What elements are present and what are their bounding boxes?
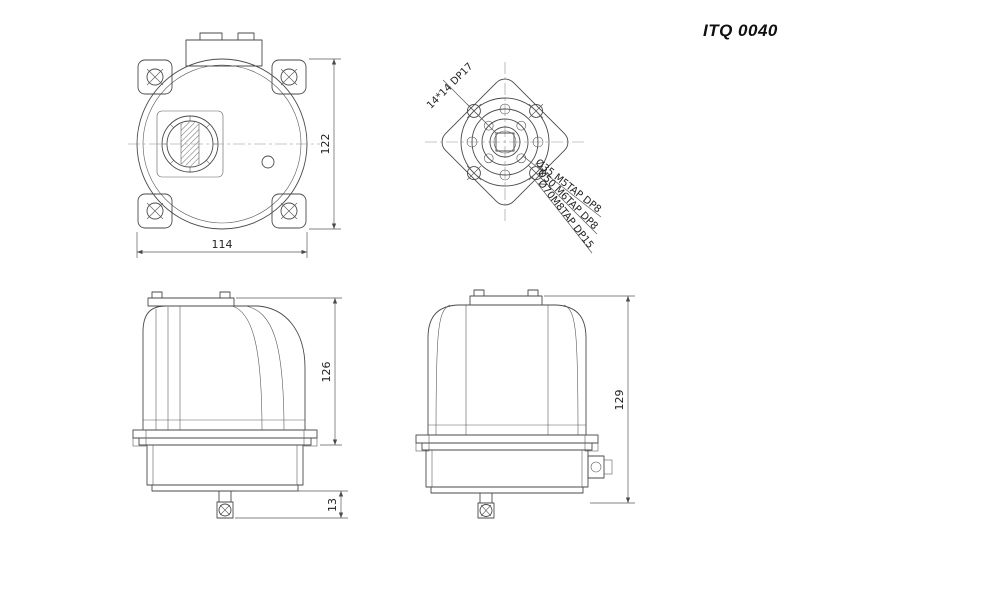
dim-label-13: 13	[326, 498, 339, 512]
flange	[132, 429, 318, 439]
front-view: 126 13	[132, 291, 348, 519]
bolt-circle-35	[481, 118, 529, 166]
dim-label-122: 122	[319, 134, 332, 155]
terminal-box	[185, 39, 263, 67]
dim-label-129: 129	[613, 390, 626, 411]
corner-lugs	[137, 59, 307, 229]
lower-housing	[146, 444, 304, 486]
callout-square-drive: 14*14 DP17	[425, 61, 497, 134]
lower-housing-side	[425, 449, 589, 488]
square-drive-hole	[495, 132, 515, 152]
top-view: 122 114	[128, 32, 341, 258]
body-silhouette	[142, 305, 306, 431]
dimension-122: 122	[309, 58, 341, 230]
output-shaft	[216, 490, 234, 519]
top-cap	[147, 297, 235, 307]
dim-label-126: 126	[320, 362, 333, 383]
side-view: 129	[415, 289, 635, 519]
page-title: ITQ 0040	[703, 21, 778, 40]
dimension-114: 114	[136, 232, 308, 258]
dim-label-114: 114	[212, 238, 233, 251]
dimension-13: 13	[235, 490, 348, 519]
dimension-129: 129	[544, 295, 635, 504]
mounting-view: 14*14 DP17 Ø35 M5TAP DP8 Ø50 M6TAP DP8 Ø…	[425, 61, 604, 254]
bolt-circle-50	[471, 108, 539, 176]
callout-label-square: 14*14 DP17	[425, 61, 475, 111]
top-cap-side	[469, 295, 543, 306]
body-silhouette-side	[427, 304, 587, 436]
dimension-126: 126	[236, 297, 342, 446]
plug-hole	[261, 155, 275, 169]
flange-side	[415, 434, 599, 444]
conduit-connector	[587, 455, 613, 479]
callout-bolt-circles: Ø35 M5TAP DP8 Ø50 M6TAP DP8 Ø70M8TAP DP1…	[522, 155, 604, 254]
bolt-circle-70	[460, 97, 550, 187]
indicator-stripe	[181, 122, 199, 166]
output-shaft-side	[477, 492, 495, 519]
